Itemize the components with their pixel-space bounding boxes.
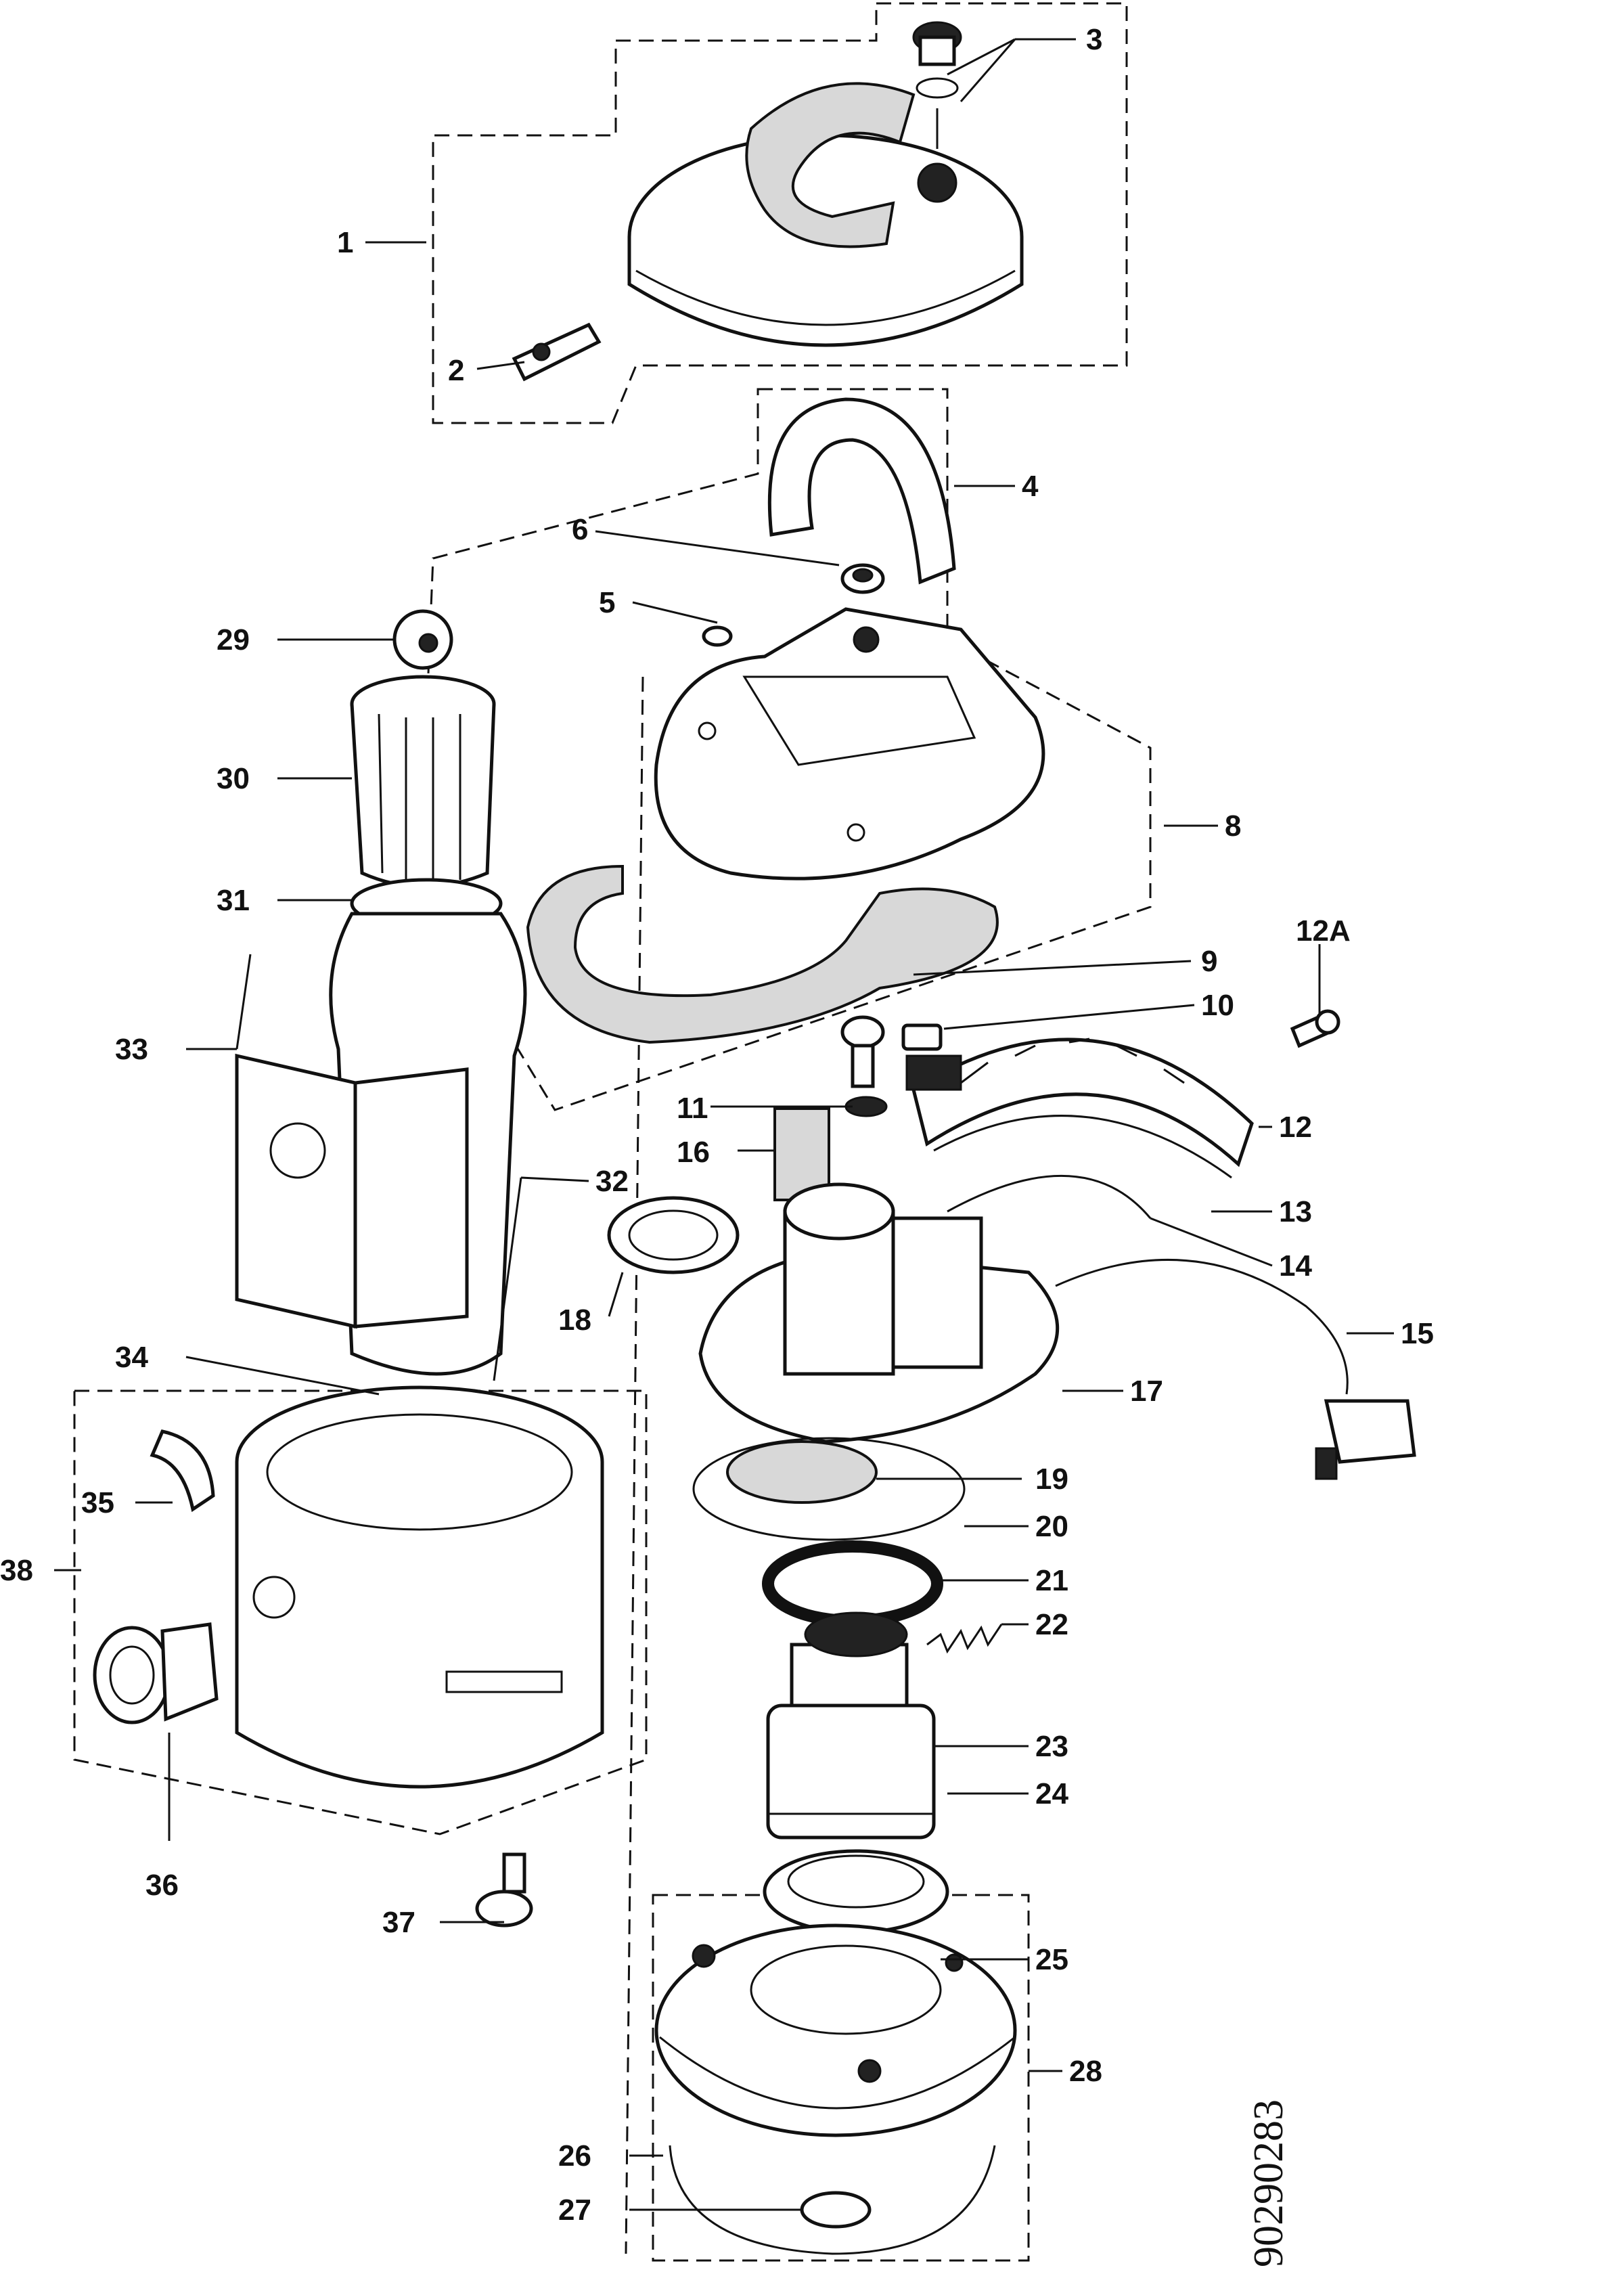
caster-part: [475, 1852, 533, 1928]
motor-part: [766, 1611, 936, 1840]
gasket-ring-part: [762, 1540, 943, 1627]
callout-35: 35: [81, 1486, 114, 1519]
callout-36: 36: [145, 1869, 179, 1902]
callout-3: 3: [1086, 23, 1102, 56]
callout-1: 1: [337, 226, 353, 259]
o-ring-part: [692, 1437, 966, 1541]
callout-20: 20: [1035, 1510, 1068, 1543]
callout-17: 17: [1130, 1375, 1163, 1408]
callout-9: 9: [1201, 945, 1217, 978]
callout-23: 23: [1035, 1730, 1068, 1763]
heatsink-part: [933, 1115, 1232, 1179]
motor-cover-part: [654, 607, 1045, 881]
group-box-lid: [432, 2, 1128, 424]
callout-16: 16: [677, 1136, 710, 1169]
callout-37: 37: [382, 1906, 415, 1939]
callout-22: 22: [1035, 1608, 1068, 1641]
center-axis-line: [625, 676, 644, 2254]
group-box-motor-cover: [418, 388, 1152, 1111]
callout-24: 24: [1035, 1777, 1068, 1810]
callout-6: 6: [572, 513, 588, 546]
motor-ring-part: [763, 1849, 949, 1934]
callout-12a: 12A: [1296, 914, 1351, 948]
callout-4: 4: [1022, 470, 1039, 503]
callout-33: 33: [115, 1033, 148, 1066]
callout-8: 8: [1225, 809, 1241, 843]
spring-part: [926, 1624, 1003, 1654]
float-cage-part: [350, 675, 496, 889]
callout-38: 38: [0, 1554, 33, 1587]
motor-housing-part: [698, 1182, 1059, 1444]
lid-part: [627, 82, 1024, 347]
filter-bag-part: [235, 912, 527, 1376]
float-cap-part: [912, 21, 962, 149]
group-box-base: [652, 1894, 1030, 2262]
small-cap-part: [702, 625, 733, 647]
callout-18: 18: [558, 1304, 591, 1337]
callout-5: 5: [599, 586, 615, 619]
callout-26: 26: [558, 2139, 591, 2173]
motor-base-part: [654, 1923, 1017, 2137]
callout-32: 32: [595, 1165, 629, 1198]
hose-inlet-part: [93, 1622, 219, 1724]
drawing-code: 90290283: [1246, 2099, 1292, 2267]
gasket-part: [526, 864, 999, 1044]
callout-10: 10: [1201, 989, 1234, 1022]
seal-ring-part: [607, 1196, 740, 1274]
clip-part: [901, 1023, 943, 1051]
callout-27: 27: [558, 2193, 591, 2227]
knob-part: [840, 563, 885, 594]
tank-part: [235, 1385, 604, 1789]
electronics-board-part: [905, 1038, 1254, 1167]
callout-34: 34: [115, 1341, 148, 1374]
bracket-part: [947, 1174, 1152, 1219]
callout-14: 14: [1279, 1249, 1312, 1283]
callout-19: 19: [1035, 1463, 1068, 1496]
callout-12: 12: [1279, 1111, 1312, 1144]
callout-21: 21: [1035, 1564, 1068, 1597]
group-box-tank: [73, 1389, 648, 1835]
bottom-seal-part: [669, 2145, 996, 2255]
coupler-part: [840, 1015, 888, 1117]
callout-30: 30: [217, 762, 250, 795]
callout-25: 25: [1035, 1943, 1068, 1976]
fan-part: [800, 2191, 872, 2229]
bracket-clip-part: [150, 1429, 215, 1513]
foam-ring-part: [726, 1440, 878, 1504]
handle-part: [767, 397, 956, 585]
callout-29: 29: [217, 623, 250, 656]
screw-12a-part: [1290, 1009, 1340, 1048]
callout-15: 15: [1401, 1317, 1434, 1350]
callout-31: 31: [217, 884, 250, 917]
float-ball-part: [392, 609, 453, 670]
power-cord-part: [1055, 1258, 1416, 1480]
callout-2: 2: [448, 354, 464, 387]
valve-part: [512, 322, 602, 382]
callout-11: 11: [677, 1092, 708, 1125]
callout-13: 13: [1279, 1195, 1312, 1228]
leader-lines: [54, 38, 1394, 2211]
callout-28: 28: [1069, 2055, 1102, 2088]
